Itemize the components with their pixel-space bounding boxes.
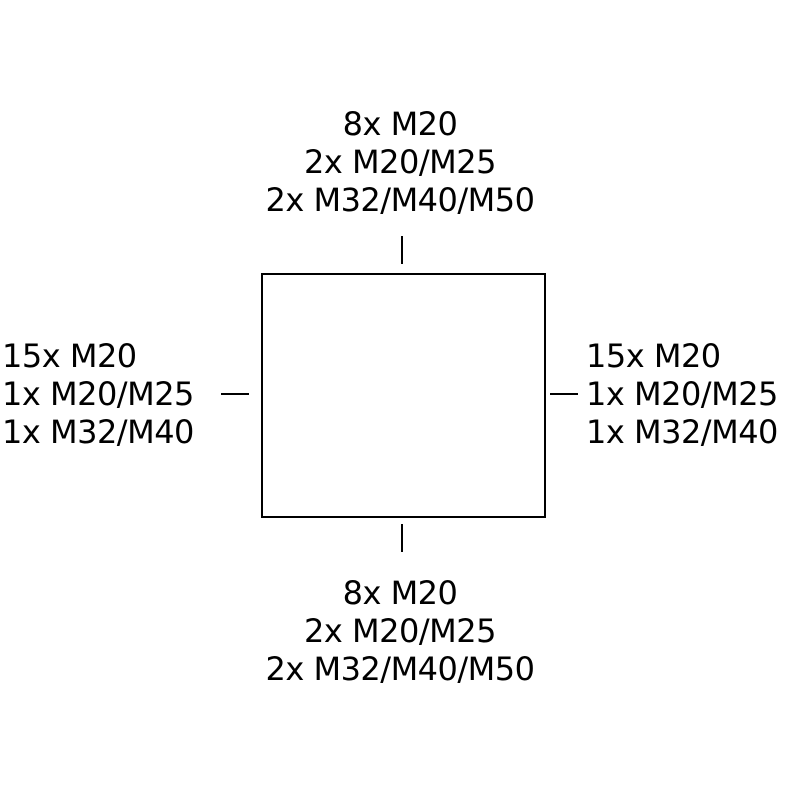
left-entry-line-1: 15x M20 bbox=[2, 337, 137, 375]
top-side-entries: 8x M20 2x M20/M25 2x M32/M40/M50 bbox=[150, 105, 650, 219]
left-side-entries: 15x M20 1x M20/M25 1x M32/M40 bbox=[2, 337, 217, 451]
bottom-entry-line-1: 8x M20 bbox=[342, 574, 458, 612]
left-entry-line-2: 1x M20/M25 bbox=[2, 375, 194, 413]
top-entry-line-1: 8x M20 bbox=[342, 105, 458, 143]
enclosure-outline bbox=[261, 273, 546, 518]
right-entry-line-2: 1x M20/M25 bbox=[586, 375, 778, 413]
top-entry-line-2: 2x M20/M25 bbox=[304, 143, 496, 181]
bottom-entry-line-2: 2x M20/M25 bbox=[304, 612, 496, 650]
right-side-marker bbox=[550, 393, 578, 395]
left-entry-line-3: 1x M32/M40 bbox=[2, 413, 194, 451]
left-side-marker bbox=[221, 393, 249, 395]
bottom-entry-line-3: 2x M32/M40/M50 bbox=[265, 650, 535, 688]
bottom-side-marker bbox=[401, 524, 403, 552]
right-side-entries: 15x M20 1x M20/M25 1x M32/M40 bbox=[586, 337, 798, 451]
top-entry-line-3: 2x M32/M40/M50 bbox=[265, 181, 535, 219]
bottom-side-entries: 8x M20 2x M20/M25 2x M32/M40/M50 bbox=[150, 574, 650, 688]
right-entry-line-1: 15x M20 bbox=[586, 337, 721, 375]
top-side-marker bbox=[401, 236, 403, 264]
right-entry-line-3: 1x M32/M40 bbox=[586, 413, 778, 451]
